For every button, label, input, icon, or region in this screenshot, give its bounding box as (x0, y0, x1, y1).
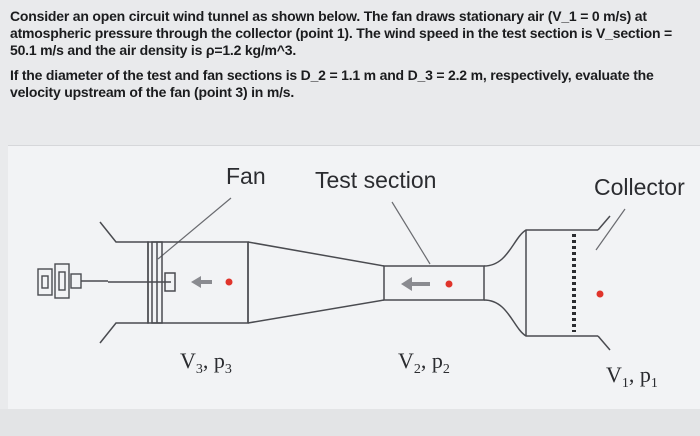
station-2-label: V2, p2 (398, 348, 450, 377)
fan-label: Fan (226, 163, 266, 189)
point-3-marker (225, 278, 233, 286)
problem-paragraph-2: If the diameter of the test and fan sect… (10, 67, 654, 100)
wind-tunnel-diagram: Fan Test section Collector (37, 163, 685, 391)
fan-leader-line (157, 197, 232, 260)
problem-paragraph-1: Consider an open circuit wind tunnel as … (10, 8, 673, 58)
test-section-leader-line (391, 201, 431, 265)
bottom-strip (0, 409, 700, 436)
flow-arrow-test-section (401, 277, 430, 291)
point-2-marker (445, 280, 453, 288)
station-3-label: V3, p3 (180, 348, 232, 377)
collector-leader-line (595, 208, 626, 251)
collector-label: Collector (594, 174, 685, 200)
motor-icon (37, 263, 108, 299)
tunnel-outline (99, 215, 611, 351)
point-1-marker (596, 290, 604, 298)
test-section-label: Test section (315, 167, 436, 193)
station-1-label: V1, p1 (606, 362, 658, 391)
wind-tunnel-figure: Fan Test section Collector (8, 145, 700, 410)
problem-statement: Consider an open circuit wind tunnel as … (10, 8, 690, 101)
flow-arrow-fan (191, 276, 212, 288)
